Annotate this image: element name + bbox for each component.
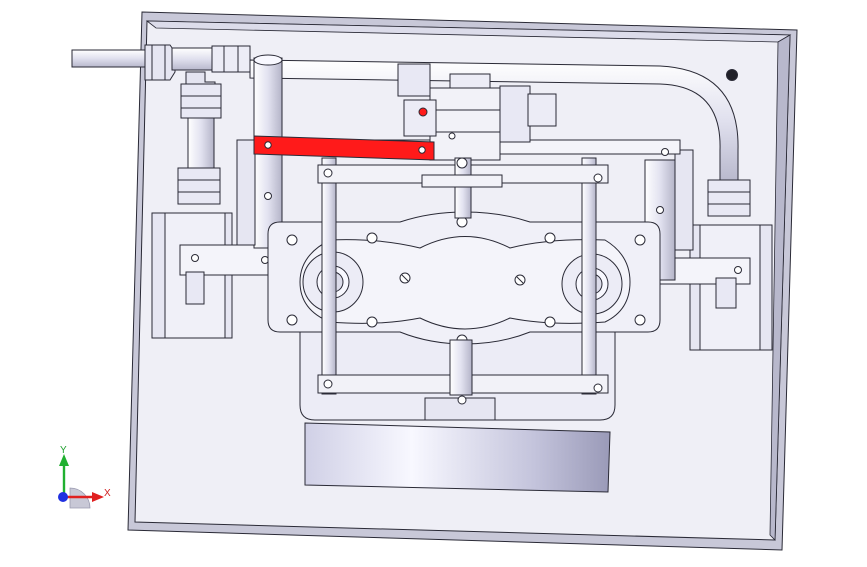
roller bbox=[304, 422, 611, 493]
selected-lever[interactable] bbox=[253, 135, 435, 161]
x-axis-label: X bbox=[104, 488, 111, 499]
lower-stem bbox=[424, 339, 496, 421]
coordinate-triad[interactable]: Y X bbox=[58, 445, 111, 509]
z-axis-dot bbox=[58, 492, 68, 502]
y-axis-label: Y bbox=[60, 445, 67, 456]
mounting-hole bbox=[726, 69, 738, 81]
valve-head bbox=[397, 63, 557, 219]
pipe-assembly bbox=[71, 44, 751, 217]
